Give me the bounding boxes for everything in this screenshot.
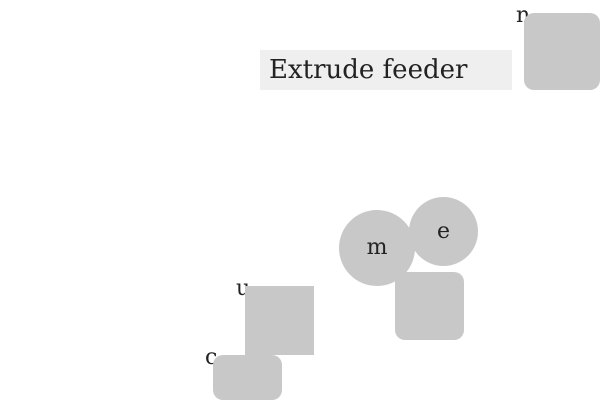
label-m: m bbox=[366, 235, 388, 260]
rounded-square-node[interactable] bbox=[395, 272, 464, 340]
page-title: Extrude feeder bbox=[260, 50, 512, 90]
rounded-square-node-c[interactable] bbox=[213, 355, 282, 400]
square-node-u[interactable] bbox=[245, 286, 314, 355]
title-text: Extrude feeder bbox=[269, 55, 468, 85]
rounded-square-node-n[interactable] bbox=[524, 13, 600, 90]
label-e: e bbox=[436, 218, 451, 244]
circle-node-e[interactable]: e bbox=[409, 197, 478, 266]
